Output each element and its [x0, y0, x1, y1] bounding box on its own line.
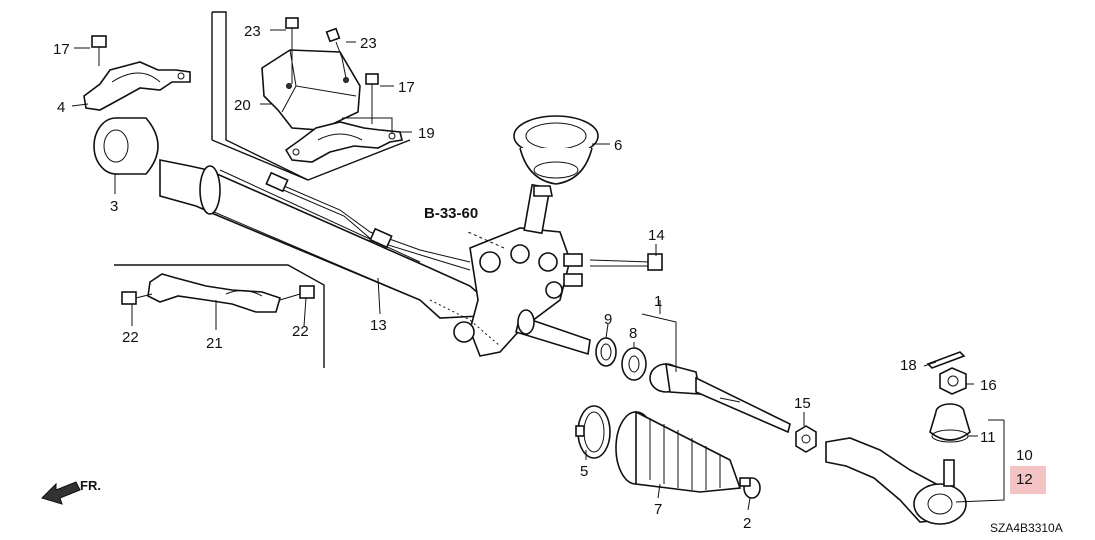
callout-19[interactable]: 19 — [418, 125, 435, 142]
callout-11[interactable]: 11 — [980, 429, 996, 446]
callout-5[interactable]: 5 — [580, 463, 588, 480]
upper-bracket-inset-frame — [211, 11, 411, 181]
callout-7[interactable]: 7 — [654, 501, 662, 518]
callout-14[interactable]: 14 — [648, 227, 665, 244]
callout-17-inset[interactable]: 17 — [398, 79, 415, 96]
callout-9[interactable]: 9 — [604, 311, 612, 328]
callout-13[interactable]: 13 — [370, 317, 387, 334]
part-14-bolt[interactable] — [589, 253, 663, 271]
part-11-ball-joint-boot[interactable] — [929, 403, 971, 443]
part-23-bolt-right[interactable] — [325, 27, 347, 79]
part-7-tie-rod-boot[interactable] — [615, 410, 742, 493]
part-21-bracket[interactable] — [147, 273, 281, 313]
callout-4[interactable]: 4 — [57, 99, 65, 116]
part-19-holder-bracket[interactable] — [284, 121, 403, 163]
callout-3[interactable]: 3 — [110, 198, 118, 215]
callout-1[interactable]: 1 — [654, 293, 662, 310]
part-8-lock-washer[interactable] — [621, 347, 647, 381]
part-22-bolt-left[interactable] — [121, 291, 153, 305]
callout-6[interactable]: 6 — [614, 137, 622, 154]
part-17-bolt-inset[interactable] — [365, 73, 379, 124]
valve-fitting-ports — [467, 231, 583, 287]
part-16-castle-nut[interactable] — [939, 367, 967, 395]
reference-b-33-60[interactable]: B-33-60 — [424, 205, 478, 222]
part-1-tie-rod[interactable] — [649, 362, 791, 434]
callout-22-left[interactable]: 22 — [122, 329, 139, 346]
part-23-bolt-left[interactable] — [285, 17, 299, 84]
part-5-boot-band[interactable] — [575, 405, 611, 459]
part-20-cover[interactable] — [261, 49, 361, 131]
part-10-tie-rod-end[interactable] — [825, 437, 967, 525]
callout-23-left[interactable]: 23 — [244, 23, 261, 40]
callout-8[interactable]: 8 — [629, 325, 637, 342]
callout-23-right[interactable]: 23 — [360, 35, 377, 52]
callout-18[interactable]: 18 — [900, 357, 917, 374]
highlight-box-12 — [1010, 466, 1046, 494]
callout-17-left[interactable]: 17 — [53, 41, 70, 58]
callout-12[interactable]: 12 — [1016, 471, 1033, 488]
callout-21[interactable]: 21 — [206, 335, 223, 352]
part-17-bolt-left[interactable] — [91, 35, 107, 66]
part-13-rack-housing[interactable] — [159, 159, 591, 357]
callout-20[interactable]: 20 — [234, 97, 251, 114]
part-9-o-ring[interactable] — [595, 337, 617, 367]
lower-bracket-inset-frame — [114, 264, 325, 368]
leader-lines — [71, 29, 1005, 511]
front-direction-arrow — [41, 481, 81, 505]
diagram-code: SZA4B3310A — [990, 521, 1063, 535]
callout-22-right[interactable]: 22 — [292, 323, 309, 340]
part-2-boot-clip[interactable] — [739, 477, 761, 499]
callout-2[interactable]: 2 — [743, 515, 751, 532]
callout-10[interactable]: 10 — [1016, 447, 1033, 464]
part-4-holder[interactable] — [83, 61, 191, 111]
part-15-nut[interactable] — [795, 425, 817, 453]
part-22-bolt-right[interactable] — [279, 285, 315, 301]
part-18-cotter-pin[interactable] — [926, 351, 966, 369]
callout-15[interactable]: 15 — [794, 395, 811, 412]
part-6-dust-seal[interactable] — [513, 115, 599, 185]
callout-16[interactable]: 16 — [980, 377, 997, 394]
part-3-bushing[interactable] — [93, 117, 159, 175]
front-direction-label: FR. — [80, 478, 101, 493]
